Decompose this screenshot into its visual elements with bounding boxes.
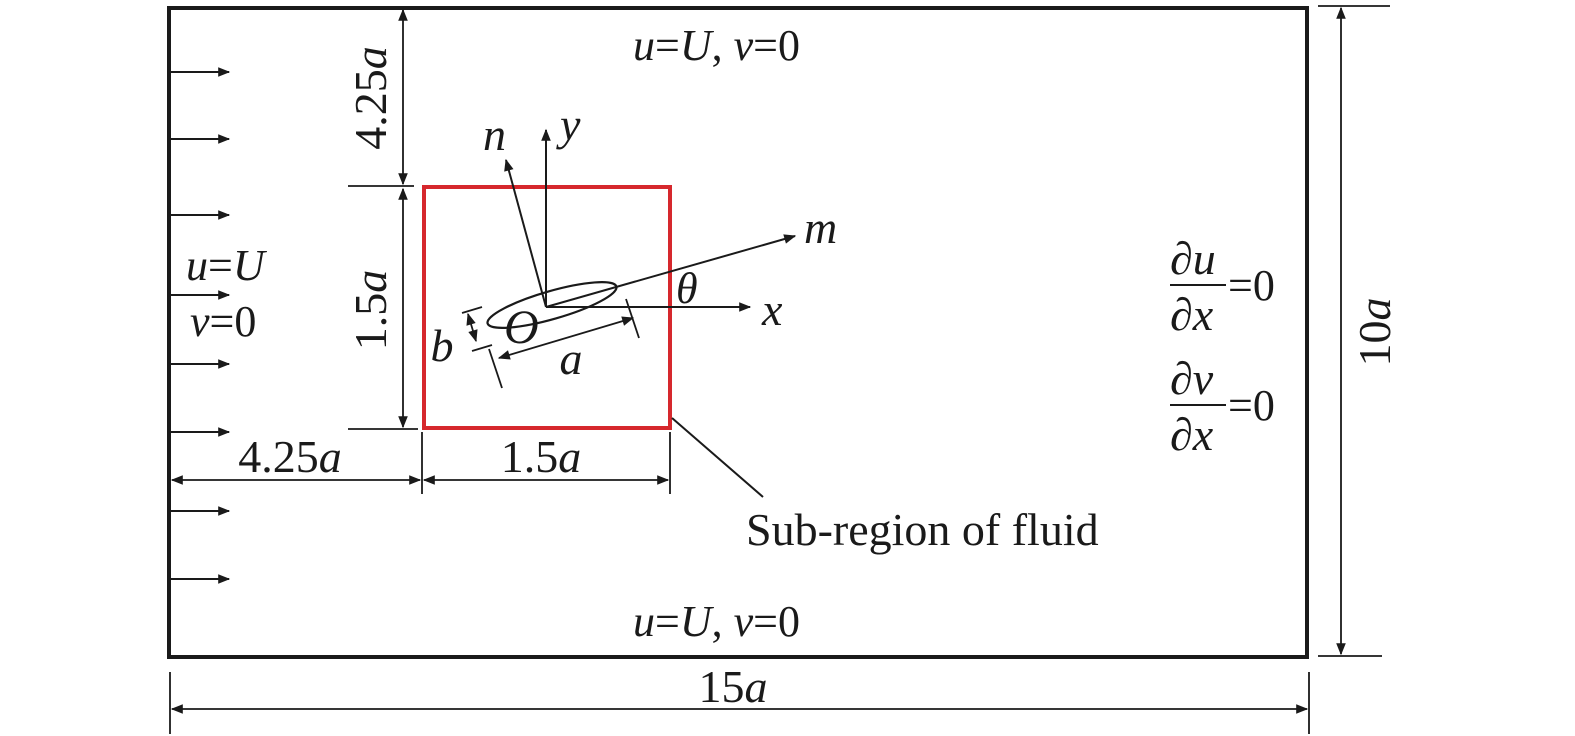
coordinate-axes — [504, 128, 797, 312]
thickness-label: b — [431, 320, 454, 371]
top-boundary-condition: u=U, v=0 — [633, 21, 800, 70]
chord-label: a — [560, 333, 583, 384]
thickness-dimension-line — [466, 312, 478, 343]
m-axis — [545, 234, 797, 308]
inlet-flow-arrows — [171, 67, 231, 584]
chord-dimension-line — [497, 316, 635, 360]
ellipse-dimensions — [461, 298, 640, 389]
subregion-leader-line — [671, 417, 764, 498]
top-gap-label: 4.25a — [345, 46, 396, 150]
domain-boundary — [167, 6, 1309, 659]
inlet-condition-u: u=U — [186, 241, 268, 290]
left-gap-label: 4.25a — [238, 431, 342, 482]
inlet-condition-v: v=0 — [190, 297, 256, 346]
x-axis-label: x — [761, 284, 783, 335]
subregion-caption: Sub-region of fluid — [746, 504, 1099, 555]
sub-width-label: 1.5a — [501, 431, 582, 482]
total-width-label: 15a — [699, 661, 768, 712]
n-axis-label: n — [483, 109, 506, 160]
sub-height-label: 1.5a — [345, 270, 396, 351]
total-height-label: 10a — [1349, 298, 1400, 367]
m-axis-label: m — [804, 202, 837, 253]
svg-text:∂u: ∂u — [1170, 233, 1216, 284]
svg-text:∂v: ∂v — [1170, 353, 1214, 404]
outlet-condition-du-dx: ∂u ∂x =0 — [1170, 233, 1275, 340]
svg-text:=0: =0 — [1228, 381, 1275, 430]
y-axis-label: y — [556, 99, 581, 150]
outlet-condition-dv-dx: ∂v ∂x =0 — [1170, 353, 1275, 460]
vertical-dimensions — [348, 8, 418, 430]
horizontal-dimensions — [169, 432, 1310, 734]
bottom-boundary-condition: u=U, v=0 — [633, 597, 800, 646]
angle-label: θ — [676, 264, 698, 313]
svg-text:∂x: ∂x — [1170, 289, 1214, 340]
origin-label: O — [504, 301, 539, 354]
n-axis — [504, 158, 547, 308]
svg-text:=0: =0 — [1228, 261, 1275, 310]
svg-text:∂x: ∂x — [1170, 409, 1214, 460]
total-height-dimension — [1318, 5, 1390, 657]
